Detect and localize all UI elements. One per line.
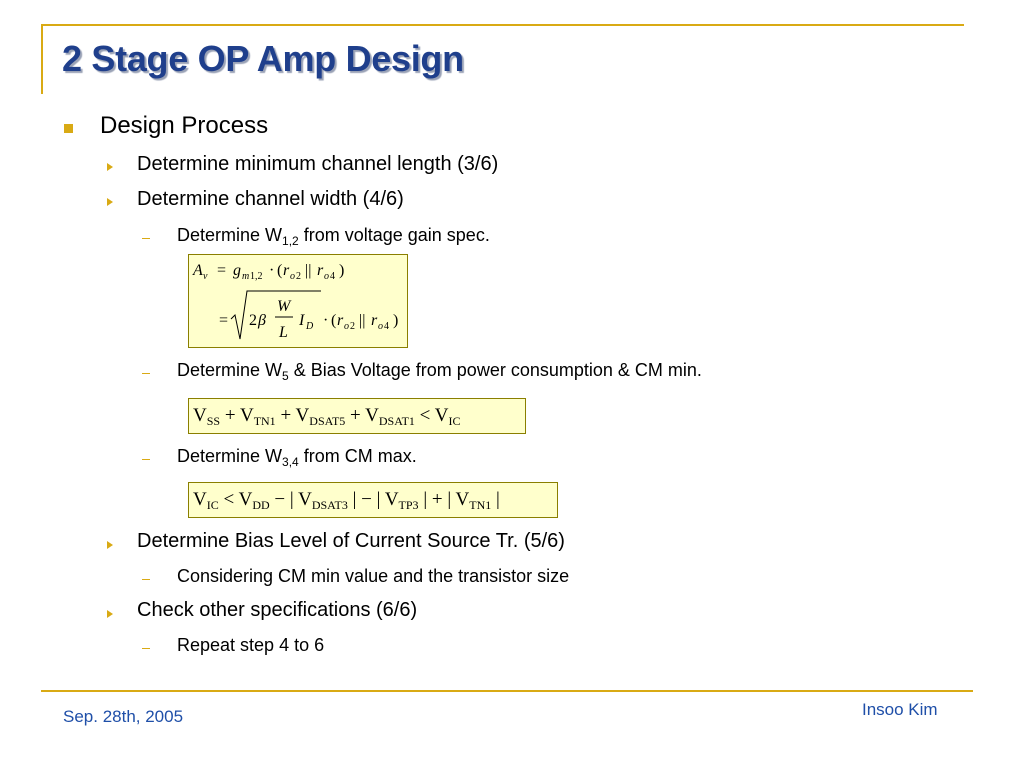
min-channel-length-item: Determine minimum channel length (3/6) <box>137 153 499 175</box>
svg-text:=: = <box>219 312 228 329</box>
dash-bullet-icon <box>142 459 150 460</box>
dash-bullet-icon <box>142 373 150 374</box>
svg-text:||: || <box>359 312 365 329</box>
design-process-heading: Design Process <box>100 112 269 139</box>
repeat-item: Repeat step 4 to 6 <box>177 635 325 655</box>
svg-text:): ) <box>339 262 344 279</box>
slide-title: 2 Stage OP Amp Design <box>62 38 464 79</box>
svg-text:·: · <box>269 262 274 279</box>
channel-width-item: Determine channel width (4/6) <box>137 188 404 210</box>
svg-text:W: W <box>277 298 292 315</box>
cm-min-equation: VSS + VTN1 + VDSAT5 + VDSAT1 < VIC <box>188 398 526 434</box>
svg-text:o: o <box>324 271 329 282</box>
footer-date: Sep. 28th, 2005 <box>63 707 184 726</box>
svg-text:(: ( <box>331 312 336 329</box>
svg-text:·: · <box>323 312 328 329</box>
dash-bullet-icon <box>142 648 150 649</box>
check-specs-item: Check other specifications (6/6) <box>137 599 418 621</box>
voltage-gain-equation: A v = g m 1,2 · ( r o 2 || r o 4 ) = 2 β… <box>188 254 408 348</box>
cm-max-equation: VIC < VDD − | VDSAT3 | − | VTP3 | + | VT… <box>188 482 558 518</box>
svg-text:o: o <box>378 321 383 332</box>
bottom-rule <box>41 690 973 692</box>
svg-text:2: 2 <box>296 271 301 282</box>
svg-text:m: m <box>242 271 249 282</box>
w34-item: Determine W3,4 from CM max. <box>177 446 417 469</box>
arrow-bullet-icon <box>107 198 113 206</box>
svg-text:||: || <box>305 262 311 279</box>
arrow-bullet-icon <box>107 163 113 171</box>
svg-text:): ) <box>393 312 398 329</box>
svg-text:2: 2 <box>350 321 355 332</box>
svg-text:4: 4 <box>330 271 335 282</box>
bias-level-item: Determine Bias Level of Current Source T… <box>137 530 565 552</box>
left-rule <box>41 24 43 94</box>
svg-text:β: β <box>257 312 266 329</box>
arrow-bullet-icon <box>107 541 113 549</box>
svg-text:D: D <box>305 321 314 332</box>
dash-bullet-icon <box>142 579 150 580</box>
voltage-gain-formula: A v = g m 1,2 · ( r o 2 || r o 4 ) = 2 β… <box>192 262 398 341</box>
svg-text:r: r <box>371 312 378 329</box>
svg-text:v: v <box>203 271 208 282</box>
svg-text:4: 4 <box>384 321 389 332</box>
svg-text:o: o <box>344 321 349 332</box>
svg-text:L: L <box>278 324 288 341</box>
arrow-bullet-icon <box>107 610 113 618</box>
footer-author: Insoo Kim <box>862 700 938 719</box>
top-rule <box>41 24 964 26</box>
dash-bullet-icon <box>142 238 150 239</box>
svg-text:1,2: 1,2 <box>250 271 263 282</box>
cm-min-item: Considering CM min value and the transis… <box>177 566 570 586</box>
svg-text:I: I <box>298 312 305 329</box>
svg-text:A: A <box>192 262 203 279</box>
svg-text:r: r <box>337 312 344 329</box>
svg-text:g: g <box>233 262 241 279</box>
svg-text:o: o <box>290 271 295 282</box>
w12-item: Determine W1,2 from voltage gain spec. <box>177 225 490 248</box>
svg-text:r: r <box>283 262 290 279</box>
svg-text:=: = <box>217 262 226 279</box>
svg-text:r: r <box>317 262 324 279</box>
square-bullet-icon <box>64 124 73 133</box>
svg-text:(: ( <box>277 262 282 279</box>
svg-text:2: 2 <box>249 312 257 329</box>
w5-item: Determine W5 & Bias Voltage from power c… <box>177 360 702 383</box>
